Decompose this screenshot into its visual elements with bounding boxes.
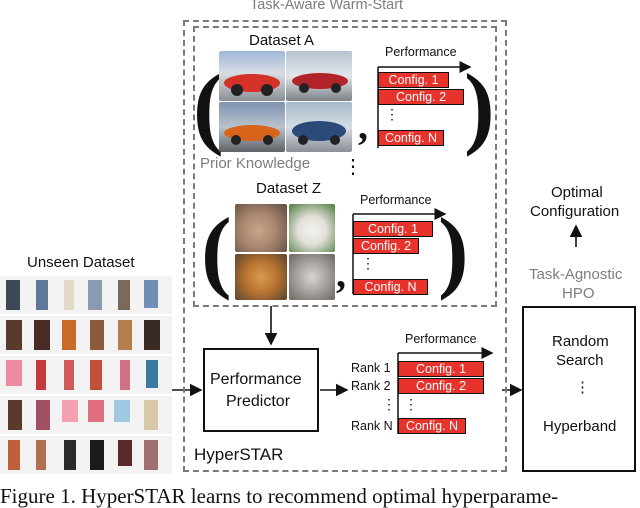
dataset-z-left-paren: ( <box>201 199 232 301</box>
dataset-z-comma: , <box>336 251 346 296</box>
unseen-dataset-label: Unseen Dataset <box>27 254 135 271</box>
hyperband-label: Hyperband <box>543 418 617 435</box>
dataset-a-config-n: Config. N <box>378 130 444 146</box>
dataset-a-right-paren: ) <box>464 55 495 157</box>
dataset-z-dots: ⋮ <box>361 255 375 271</box>
cat-photo-4 <box>289 254 335 300</box>
car-photo-4 <box>286 102 352 152</box>
dataset-z-config-n: Config. N <box>353 279 428 295</box>
dataset-z-config-2: Config. 2 <box>353 238 419 254</box>
cat-photo-2 <box>289 204 335 252</box>
ranking-config-1: Config. 1 <box>398 361 484 377</box>
hyperstar-label: HyperSTAR <box>194 445 284 464</box>
hyperstar-box <box>183 20 507 472</box>
warm-start-vertical-dots: ⋮ <box>343 156 363 178</box>
rank-n-label: Rank N <box>351 419 393 433</box>
hpo-line-1: Task-Agnostic <box>529 266 623 283</box>
random-search-line-1: Random <box>552 333 609 350</box>
ranking-performance-label: Performance <box>405 332 477 346</box>
unseen-dataset-grid <box>0 276 172 474</box>
rank-1-label: Rank 1 <box>351 361 391 375</box>
dataset-a-config-1: Config. 1 <box>378 72 449 88</box>
prior-knowledge-label: Prior Knowledge <box>200 155 311 172</box>
performance-predictor-box <box>203 348 319 432</box>
dataset-z-performance-label: Performance <box>360 193 432 207</box>
predictor-line-2: Predictor <box>226 393 291 410</box>
hpo-line-2: HPO <box>562 285 595 302</box>
dataset-z-right-paren: ) <box>438 199 469 301</box>
dataset-a-left-paren: ( <box>193 55 224 157</box>
optimal-line-2: Configuration <box>530 203 620 220</box>
warm-start-title: Task-Aware Warm-Start <box>250 0 404 13</box>
dataset-a-dots: ⋮ <box>385 106 399 122</box>
dataset-a-config-2: Config. 2 <box>378 89 464 105</box>
predictor-line-1: Performance <box>210 371 302 388</box>
car-photo-1 <box>219 51 285 101</box>
random-search-line-2: Search <box>556 352 604 369</box>
ranking-config-2: Config. 2 <box>398 378 484 394</box>
dataset-a-performance-label: Performance <box>385 45 457 59</box>
cat-photo-1 <box>235 204 287 252</box>
rank-2-label: Rank 2 <box>351 379 391 393</box>
ranking-config-n: Config. N <box>398 418 466 434</box>
dataset-z-config-1: Config. 1 <box>353 221 433 237</box>
figure-caption: Figure 1. HyperSTAR learns to recommend … <box>0 484 559 508</box>
car-photo-3 <box>219 102 285 152</box>
cat-photo-3 <box>235 254 287 300</box>
dataset-z-label: Dataset Z <box>256 180 322 197</box>
dataset-a-comma: , <box>358 103 368 148</box>
hpo-box <box>522 306 636 472</box>
rank-dots: ⋮ <box>382 396 396 412</box>
optimal-line-1: Optimal <box>551 184 603 201</box>
dataset-a-label: Dataset A <box>249 32 315 49</box>
rank-dots-axis: ⋮ <box>404 396 418 412</box>
hpo-dots: ⋮ <box>575 379 590 396</box>
car-photo-2 <box>286 51 352 101</box>
warm-start-box <box>193 26 497 307</box>
